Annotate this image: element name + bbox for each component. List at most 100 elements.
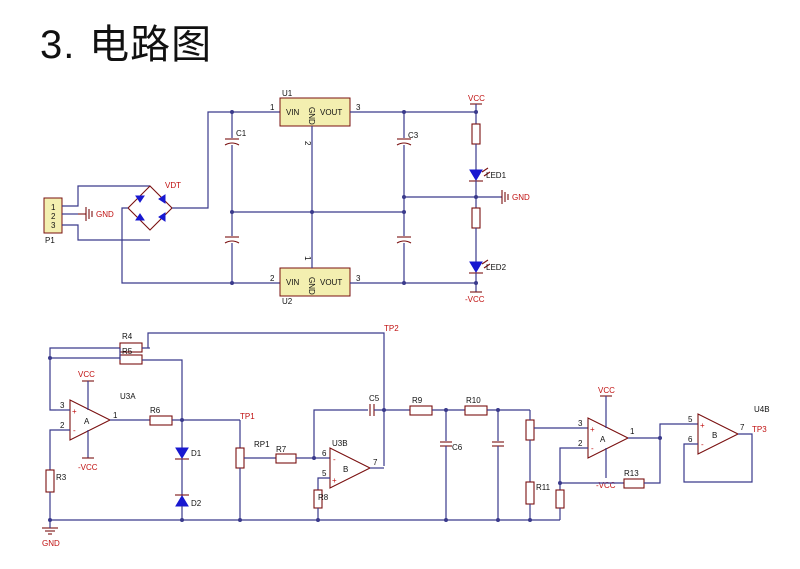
u4a-pin2: 2	[578, 439, 583, 448]
u1-vin: VIN	[286, 108, 300, 117]
r8-label: R8	[318, 493, 329, 502]
u1-pin2: 2	[303, 141, 312, 146]
opamp-u3b	[329, 447, 372, 489]
r10-resistor	[464, 405, 488, 416]
signal-section: R4 R5 TP2 A + - U3A VCC -VCC 3 2 1 R3	[42, 324, 770, 548]
p1-pin-3: 3	[51, 221, 56, 230]
page-title: 3. 电路图	[40, 12, 212, 70]
nvcc-label: -VCC	[465, 295, 485, 304]
r3-label: R3	[56, 473, 67, 482]
r7-label: R7	[276, 445, 287, 454]
led2-label: LED2	[486, 263, 507, 272]
ground-icon	[78, 207, 93, 221]
svg-text:+: +	[700, 421, 705, 430]
c5-label: C5	[369, 394, 380, 403]
opamp-u4a	[587, 417, 630, 459]
c1-label: C1	[236, 129, 247, 138]
u3b-pin6: 6	[322, 449, 327, 458]
led1-label: LED1	[486, 171, 507, 180]
r5-resistor	[119, 354, 143, 365]
u2-ref: U2	[282, 297, 293, 306]
svg-text:-: -	[591, 444, 594, 453]
u3a-pin2: 2	[60, 421, 65, 430]
r11-upper-resistor	[525, 419, 535, 441]
r7-resistor	[275, 453, 297, 464]
u3a-label: U3A	[120, 392, 136, 401]
svg-text:+: +	[72, 407, 77, 416]
gnd2-label: GND	[512, 193, 530, 202]
u3b-pin7: 7	[373, 458, 378, 467]
u1-gnd: GND	[307, 107, 316, 125]
svg-text:-: -	[73, 426, 76, 435]
connector-p1	[43, 197, 63, 234]
u1-ref: U1	[282, 89, 293, 98]
bridge-label: VDT	[165, 181, 181, 190]
rp1-potentiometer	[235, 447, 245, 469]
p1-label: P1	[45, 236, 55, 245]
svg-text:+: +	[332, 476, 337, 485]
c3-label: C3	[408, 131, 419, 140]
u4b-label: U4B	[754, 405, 770, 414]
r13-resistor	[623, 478, 645, 489]
title-text: 电路图	[89, 22, 213, 68]
u2-pin3: 3	[356, 274, 361, 283]
tp3-label: TP3	[752, 425, 767, 434]
title-number: 3.	[40, 23, 76, 67]
svg-text:+: +	[590, 425, 595, 434]
diode-d2-icon	[175, 494, 189, 507]
u4a-vcc: VCC	[598, 386, 615, 395]
u4b-b: B	[712, 431, 717, 440]
r10-label: R10	[466, 396, 481, 405]
regulator-u2	[279, 267, 351, 297]
power-supply-section: 1 2 3 P1 GND VDT VIN VOUT GND	[43, 89, 530, 306]
r4-label: R4	[122, 332, 133, 341]
r11-resistor	[525, 481, 535, 505]
u3a-pin3: 3	[60, 401, 65, 410]
r12-resistor	[555, 489, 565, 509]
u3a-pin1: 1	[113, 411, 118, 420]
tp2-label: TP2	[384, 324, 399, 333]
u3b-label: U3B	[332, 439, 348, 448]
u1-pin1: 1	[270, 103, 275, 112]
c6-label: C6	[452, 443, 463, 452]
r6-label: R6	[150, 406, 161, 415]
vcc-label: VCC	[468, 94, 485, 103]
u4a-a: A	[600, 435, 606, 444]
regulator-u1	[279, 97, 351, 127]
u2-vin: VIN	[286, 278, 300, 287]
rp1-label: RP1	[254, 440, 270, 449]
u4b-pin7: 7	[740, 423, 745, 432]
ground-icon	[42, 522, 58, 535]
u2-pin2: 2	[270, 274, 275, 283]
d2-label: D2	[191, 499, 202, 508]
p1-pin-1: 1	[51, 203, 56, 212]
u4a-pin1: 1	[630, 427, 635, 436]
u3a-nvcc: -VCC	[78, 463, 98, 472]
u1-vout: VOUT	[320, 108, 342, 117]
p1-gnd-label: GND	[96, 210, 114, 219]
diode-d1-icon	[175, 447, 189, 460]
r3-resistor	[45, 469, 55, 493]
svg-text:-: -	[333, 455, 336, 464]
u4a-nvcc: -VCC	[596, 481, 616, 490]
u2-vout: VOUT	[320, 278, 342, 287]
r9-label: R9	[412, 396, 423, 405]
opamp-u4b	[697, 413, 740, 455]
tp1-label: TP1	[240, 412, 255, 421]
opamp-u3a	[69, 399, 112, 441]
u3a-a: A	[84, 417, 90, 426]
u1-pin3: 3	[356, 103, 361, 112]
r13-label: R13	[624, 469, 639, 478]
bridge-rectifier	[127, 185, 173, 231]
u3a-vcc: VCC	[78, 370, 95, 379]
d1-label: D1	[191, 449, 202, 458]
r11-label: R11	[536, 483, 551, 492]
r5-label: R5	[122, 347, 133, 356]
r6-resistor	[149, 415, 173, 426]
u3b-b: B	[343, 465, 348, 474]
p1-pin-2: 2	[51, 212, 56, 221]
u4b-pin6: 6	[688, 435, 693, 444]
svg-text:-: -	[701, 440, 704, 449]
gnd-label: GND	[42, 539, 60, 548]
